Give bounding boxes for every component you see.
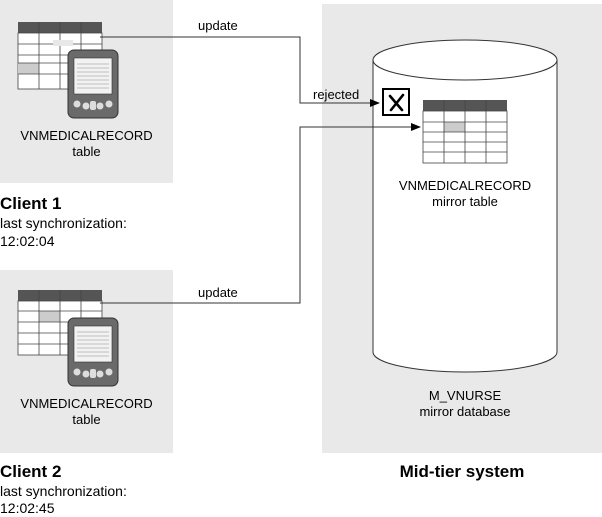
client1-table-label: VNMEDICALRECORD table [0, 128, 173, 160]
database-name: M_VNURSE [428, 388, 502, 403]
connector-client1-rejected [100, 36, 372, 104]
client2-title: Client 2 [0, 462, 62, 481]
update-label-client2: update [198, 285, 238, 300]
client1-sync-time: 12:02:04 [0, 233, 55, 249]
mirror-table-label: VNMEDICALRECORD mirror table [380, 178, 550, 210]
client2-table-kind: table [72, 412, 101, 427]
update-label-client1: update [198, 18, 238, 33]
arrowhead-mirror [411, 123, 421, 131]
mirror-table-icon [422, 100, 508, 164]
connector-client2-mirror [100, 126, 413, 304]
client2-handheld-icon [67, 317, 119, 387]
rejected-label: rejected [313, 87, 360, 102]
client1-table-name: VNMEDICALRECORD [20, 128, 153, 143]
midtier-title: Mid-tier system [399, 462, 525, 481]
client2-table-name: VNMEDICALRECORD [20, 396, 153, 411]
client2-sync-label: last synchronization: [0, 483, 127, 499]
client1-title: Client 1 [0, 194, 62, 213]
database-kind: mirror database [419, 404, 511, 419]
mirror-table-name: VNMEDICALRECORD [398, 178, 532, 193]
mirror-table-kind: mirror table [432, 194, 498, 209]
rejected-x-icon [382, 88, 410, 116]
client1-handheld-icon [67, 49, 119, 119]
client2-table-label: VNMEDICALRECORD table [0, 396, 173, 428]
arrowhead-rejected [370, 99, 380, 107]
database-label: M_VNURSE mirror database [380, 388, 550, 420]
database-cylinder-icon [372, 39, 558, 373]
client2-sync-time: 12:02:45 [0, 500, 55, 516]
client1-table-kind: table [72, 144, 101, 159]
client1-sync-label: last synchronization: [0, 215, 127, 231]
